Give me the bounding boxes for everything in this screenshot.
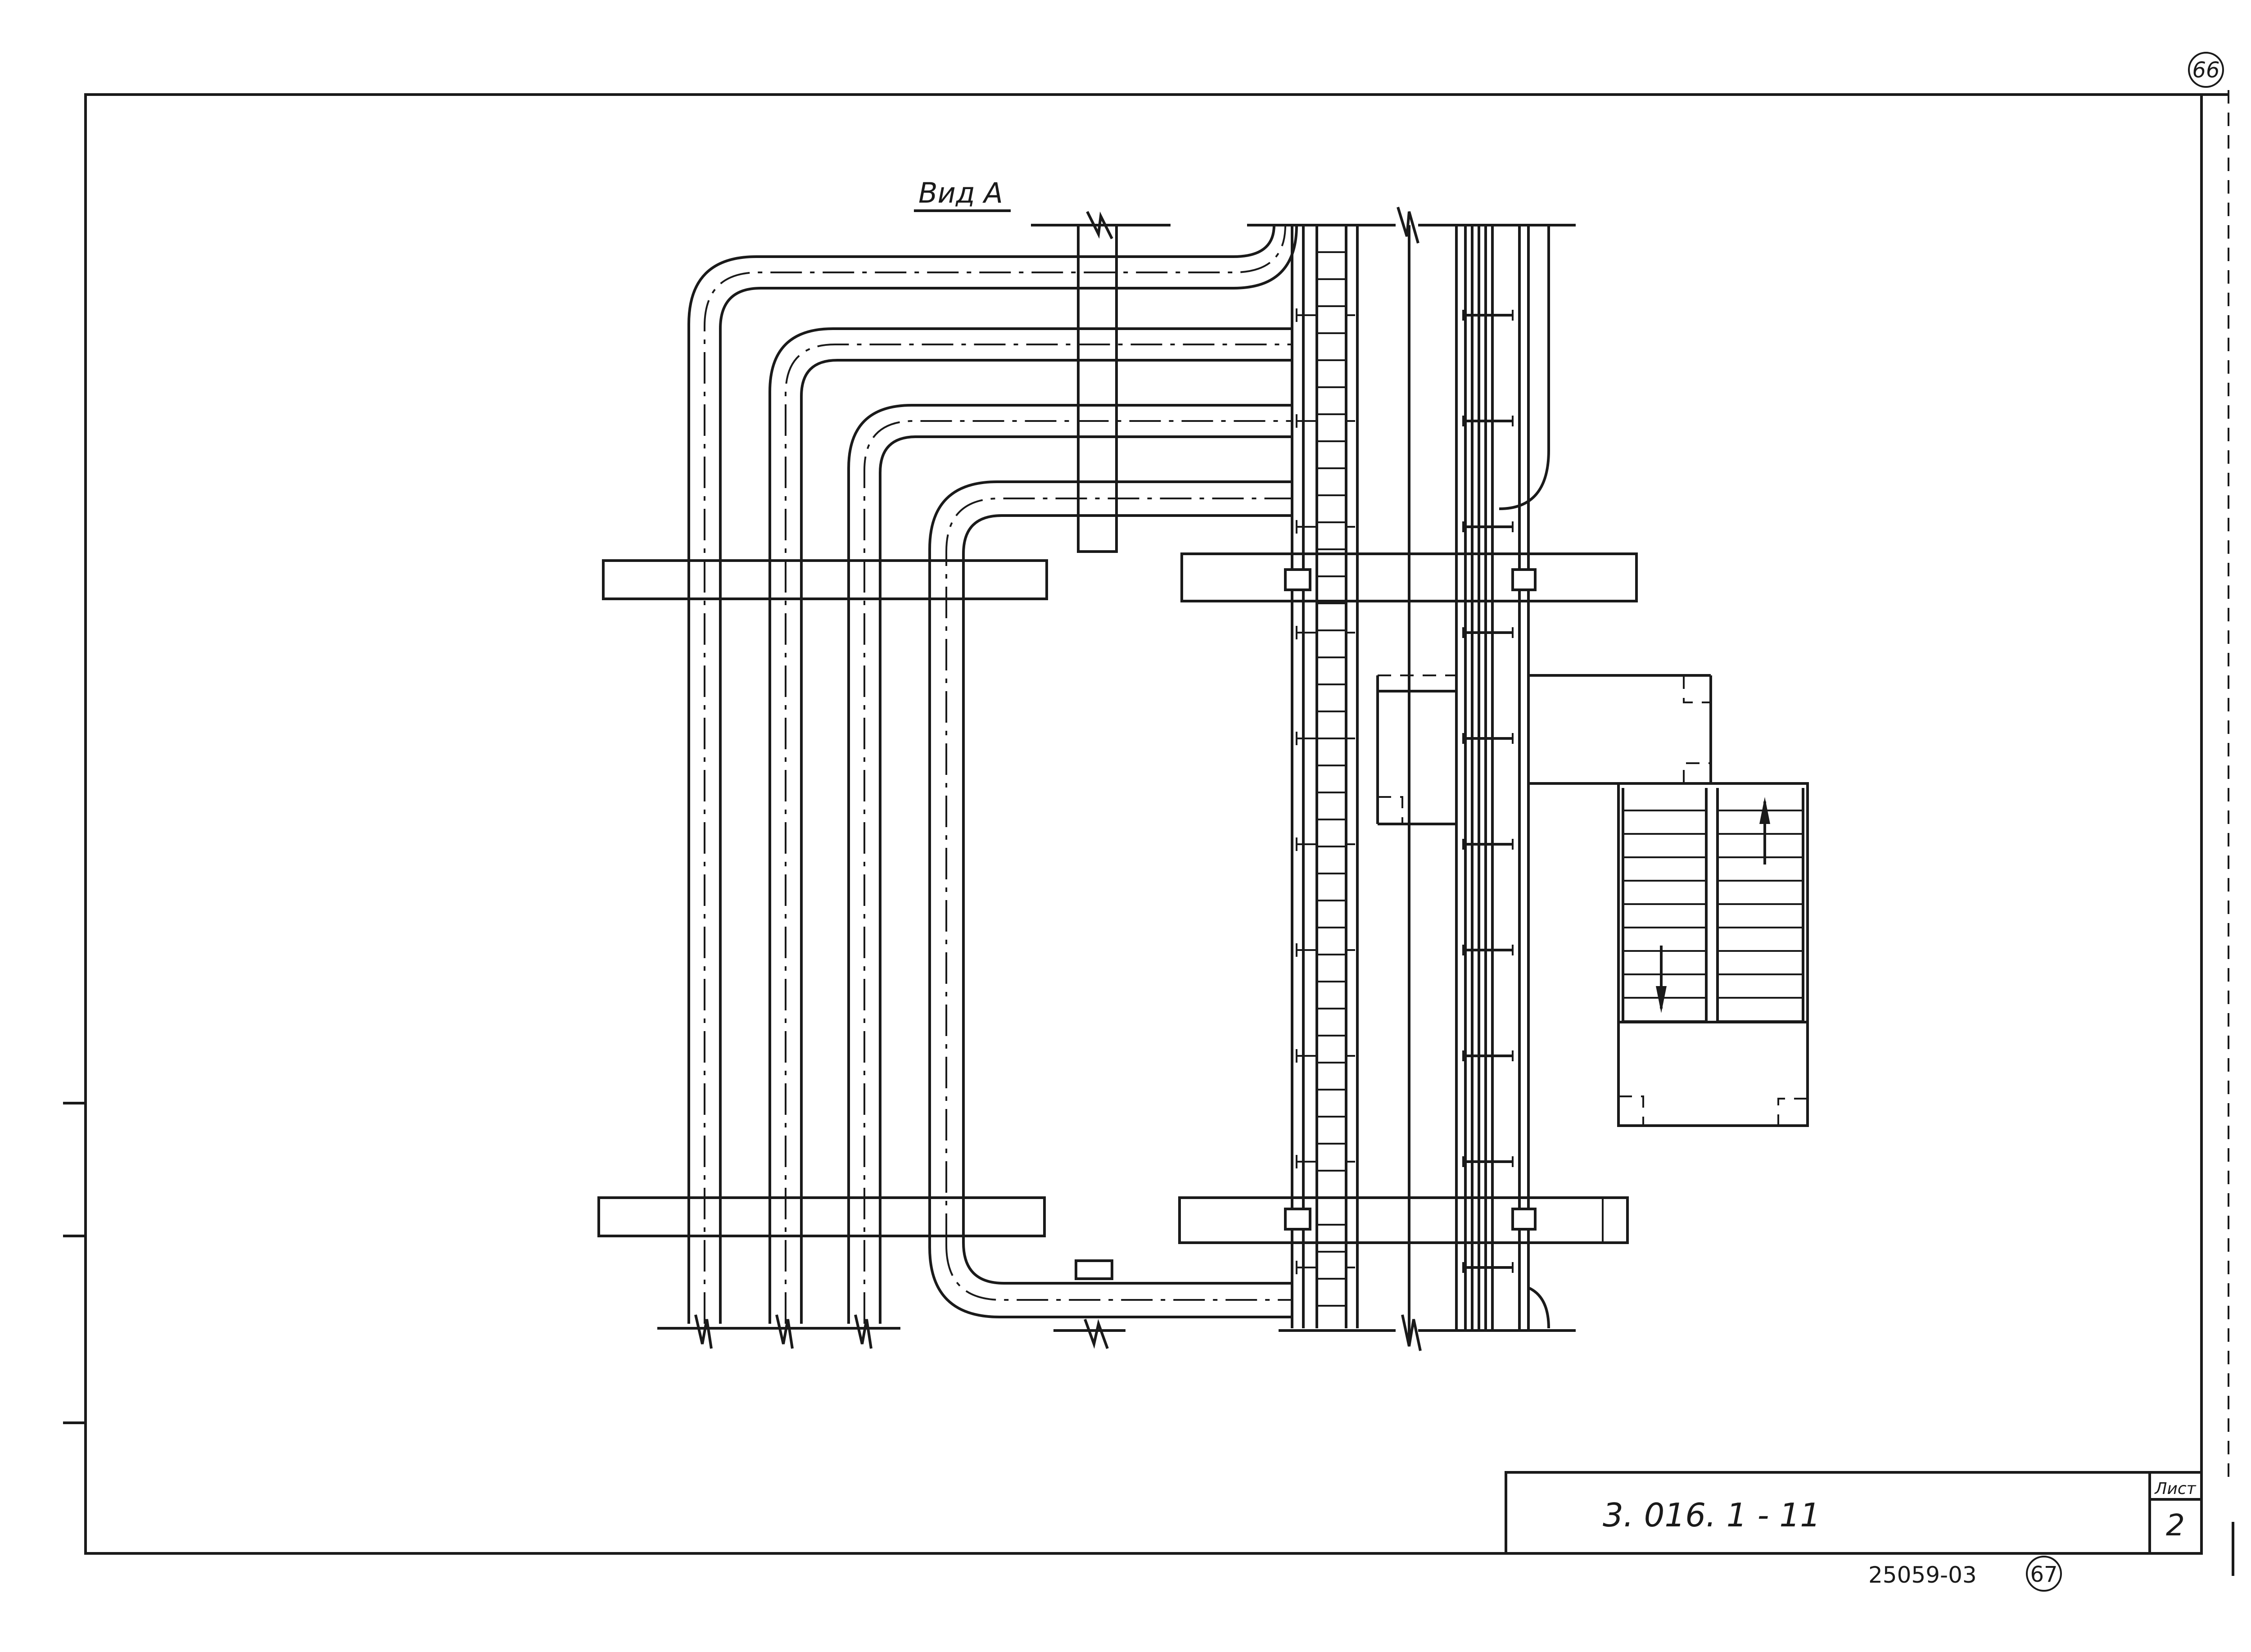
view-label-text: Вид А bbox=[918, 177, 1003, 209]
drawing-frame bbox=[63, 90, 2234, 1576]
pipe-1-axis bbox=[704, 225, 1286, 1324]
stair-steps bbox=[1623, 810, 1803, 1022]
stair-corner-bl bbox=[1618, 1095, 1644, 1126]
beam-lower-right bbox=[1178, 1196, 1629, 1244]
pipe-4-inner-top bbox=[962, 514, 1292, 1243]
beam-lower-left bbox=[597, 1196, 1046, 1237]
column-bottom-break bbox=[1084, 1318, 1109, 1349]
stair bbox=[1617, 782, 1809, 1127]
pipe-1-break bbox=[694, 1314, 713, 1349]
sheet-mark-top: 66 bbox=[2188, 52, 2224, 88]
column-upper bbox=[1077, 224, 1118, 553]
rail-left bbox=[1247, 207, 1422, 1351]
pipe-3-break bbox=[854, 1314, 872, 1349]
rail-left-bracket-upper bbox=[1284, 568, 1311, 591]
landing-corner-tr bbox=[1683, 675, 1711, 703]
pipe-1-inner bbox=[719, 225, 1298, 1324]
inventory-mark: 25059-03 67 bbox=[1868, 1556, 2062, 1592]
platform-corner-bl bbox=[1378, 796, 1403, 824]
sheet-number-text: 2 bbox=[2166, 1508, 2185, 1543]
pipe-1-outer bbox=[687, 225, 1275, 1324]
pipe-breaks-bottom bbox=[657, 1314, 900, 1349]
column-top-break bbox=[1086, 211, 1113, 240]
stair-arrow-up-icon bbox=[1759, 797, 1770, 864]
pipes bbox=[687, 225, 1298, 1324]
title-block-frame bbox=[1505, 1471, 2203, 1555]
rail-left-clips bbox=[1296, 308, 1355, 1274]
pipe-4-axis-bottom bbox=[945, 1245, 1292, 1301]
pipe-4-inner-bottom bbox=[962, 1242, 1292, 1285]
stair-arrow-down-head bbox=[1656, 986, 1667, 1013]
frame-border bbox=[84, 93, 2203, 1555]
stair-corner-br bbox=[1777, 1098, 1808, 1126]
pipe-2-axis bbox=[785, 344, 1292, 1324]
pipe-3-inner bbox=[879, 435, 1292, 1324]
platform bbox=[1376, 674, 1712, 825]
title-block: 3. 016. 1 - 11 Лист 2 bbox=[1505, 1471, 2203, 1555]
stair-outline bbox=[1617, 782, 1809, 1127]
pipe-4-outer-top bbox=[928, 480, 1292, 1247]
sheet-mark-text: 66 bbox=[2192, 58, 2219, 83]
pipe-3-outer bbox=[847, 404, 1292, 1324]
pipe-4-outer-bottom bbox=[928, 1247, 1292, 1318]
pipe-2-break bbox=[775, 1314, 794, 1349]
inventory-circled-number-text: 67 bbox=[2030, 1562, 2057, 1587]
pipe-2-inner bbox=[800, 359, 1292, 1324]
pipe-2-outer bbox=[768, 327, 1292, 1324]
inventory-circle bbox=[2026, 1556, 2062, 1592]
column-center bbox=[1031, 211, 1171, 1349]
rail-left-rungs bbox=[1317, 251, 1346, 1307]
stair-arrow-up-head bbox=[1759, 797, 1770, 824]
rail-right-bend-bottom bbox=[1528, 1286, 1550, 1329]
pipe-3-axis bbox=[863, 420, 1292, 1324]
beams-left bbox=[597, 559, 1048, 1237]
landing-corner-br bbox=[1683, 762, 1711, 783]
beam-upper-left bbox=[602, 559, 1048, 600]
rail-left-bottom-break bbox=[1401, 1314, 1422, 1351]
rail-right-stiffeners bbox=[1462, 310, 1514, 1273]
rail-left-bracket-lower bbox=[1284, 1208, 1311, 1231]
sheet-mark-circle bbox=[2188, 52, 2224, 88]
sheet-header-text: Лист bbox=[2154, 1480, 2196, 1498]
rail-right-bracket-lower bbox=[1511, 1208, 1537, 1231]
rail-right-bend-top bbox=[1499, 225, 1550, 510]
pipe-4-axis-top bbox=[945, 498, 1292, 1245]
rail-left-top-break bbox=[1397, 207, 1419, 244]
designation-text: 3. 016. 1 - 11 bbox=[1603, 1496, 1821, 1534]
stair-arrow-down-icon bbox=[1656, 946, 1667, 1013]
rail-right bbox=[1418, 224, 1576, 1332]
column-lower-cap bbox=[1075, 1259, 1113, 1280]
inventory-number-text: 25059-03 bbox=[1868, 1562, 1977, 1588]
rail-right-bracket-upper bbox=[1511, 568, 1537, 591]
view-label: Вид А bbox=[914, 177, 1011, 212]
